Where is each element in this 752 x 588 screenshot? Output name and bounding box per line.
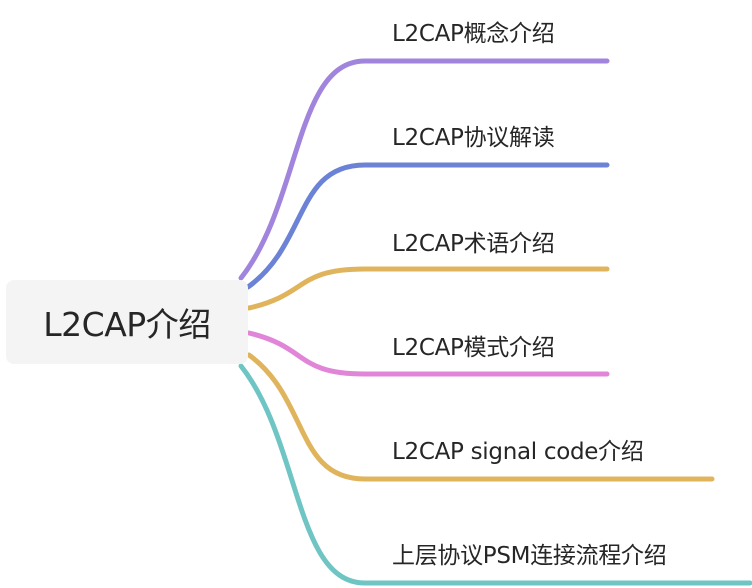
branch-connector-3: [246, 330, 610, 377]
root-node-label: L2CAP介绍: [43, 305, 211, 344]
branch-label: L2CAP协议解读: [392, 125, 555, 151]
branch-connector-1: [245, 162, 610, 290]
branch-connector-5: [238, 363, 752, 586]
branch-label: L2CAP signal code介绍: [392, 439, 644, 465]
branch-node-signal-code[interactable]: L2CAP signal code介绍: [392, 432, 644, 466]
branch-node-psm-connection[interactable]: 上层协议PSM连接流程介绍: [392, 536, 667, 570]
branch-label: L2CAP模式介绍: [392, 335, 555, 361]
branch-label: L2CAP概念介绍: [392, 21, 555, 47]
root-node[interactable]: L2CAP介绍: [6, 280, 248, 364]
branch-label: L2CAP术语介绍: [392, 231, 555, 257]
branch-node-concept[interactable]: L2CAP概念介绍: [392, 14, 555, 48]
branch-node-modes[interactable]: L2CAP模式介绍: [392, 328, 555, 362]
branch-label: 上层协议PSM连接流程介绍: [392, 543, 667, 569]
branch-connector-0: [238, 58, 610, 281]
branch-connector-4: [246, 352, 715, 482]
branch-node-terminology[interactable]: L2CAP术语介绍: [392, 224, 555, 258]
branch-connector-2: [246, 266, 610, 311]
branch-node-protocol[interactable]: L2CAP协议解读: [392, 118, 555, 152]
